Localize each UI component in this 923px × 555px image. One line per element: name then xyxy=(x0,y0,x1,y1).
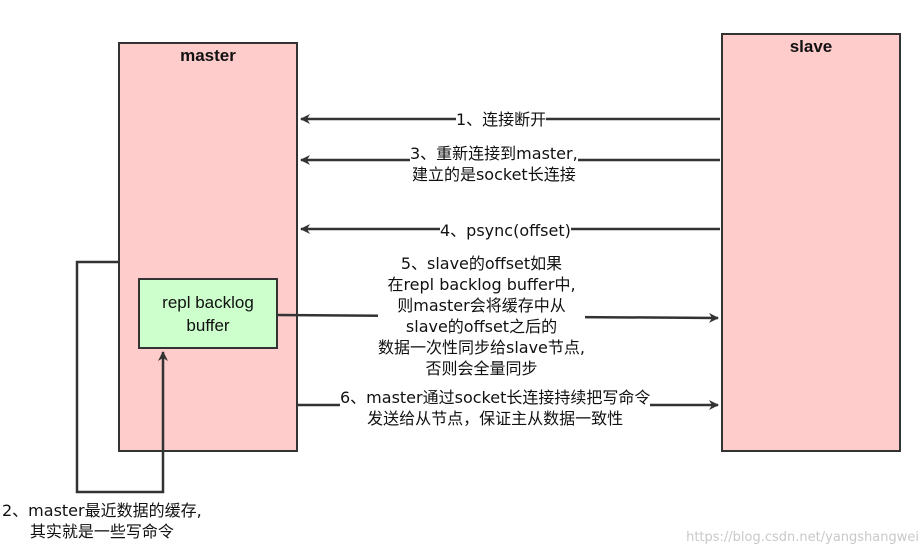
repl-backlog-buffer-node: repl backlog buffer xyxy=(138,278,278,349)
edge-5-label-line2: 在repl backlog buffer中, xyxy=(387,275,576,294)
slave-title: slave xyxy=(789,37,833,56)
edge-2-label: 2、master最近数据的缓存, 其实就是一些写命令 xyxy=(2,500,202,542)
edge-5-label-line3: 则master会将缓存中从 xyxy=(397,296,566,315)
buffer-label-line2: buffer xyxy=(186,315,230,335)
master-node: master xyxy=(118,42,298,452)
master-title: master xyxy=(180,46,236,65)
edge-1-label: 1、连接断开 xyxy=(456,109,547,130)
edge-5-label-line5: 数据一次性同步给slave节点, xyxy=(378,338,585,357)
edge-5-label-line4: slave的offset之后的 xyxy=(405,317,558,336)
slave-node: slave xyxy=(721,33,901,452)
buffer-label-line1: repl backlog xyxy=(162,292,254,312)
edge-4-label-line1: 4、psync(offset) xyxy=(440,221,571,240)
edge-3-label: 3、重新连接到master, 建立的是socket长连接 xyxy=(410,143,578,185)
edge-3-label-line1: 3、重新连接到master, xyxy=(410,144,578,163)
edge-5-label-line1: 5、slave的offset如果 xyxy=(400,254,563,273)
edge-1-label-line1: 1、连接断开 xyxy=(456,110,547,129)
edge-2-label-line1: 2、master最近数据的缓存, xyxy=(2,501,202,520)
edge-2-arrow xyxy=(75,260,168,494)
edge-5-label: 5、slave的offset如果 在repl backlog buffer中, … xyxy=(378,253,585,379)
edge-6-label: 6、master通过socket长连接持续把写命令 发送给从节点，保证主从数据一… xyxy=(340,387,651,429)
edge-6-label-line1: 6、master通过socket长连接持续把写命令 xyxy=(340,388,651,407)
edge-5-label-line6: 否则会全量同步 xyxy=(425,359,538,378)
edge-6-label-line2: 发送给从节点，保证主从数据一致性 xyxy=(367,409,624,428)
edge-2-label-line2: 其实就是一些写命令 xyxy=(29,522,174,541)
watermark: https://blog.csdn.net/yangshangwei xyxy=(686,530,919,545)
edge-3-label-line2: 建立的是socket长连接 xyxy=(411,165,576,184)
edge-4-label: 4、psync(offset) xyxy=(440,220,571,241)
